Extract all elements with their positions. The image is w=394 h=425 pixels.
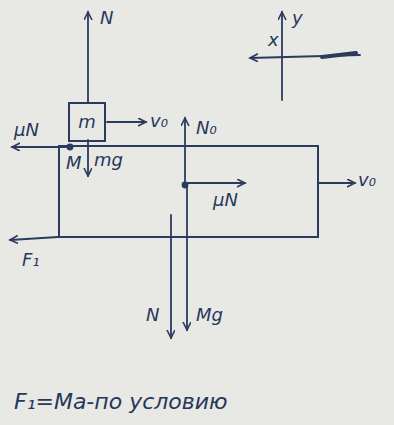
force-label: μN xyxy=(213,190,238,210)
normal-force-arrow xyxy=(184,118,186,185)
force-label: v₀ xyxy=(150,111,168,131)
force-label: N₀ xyxy=(196,118,217,138)
friction-arrow xyxy=(187,182,245,184)
gravity-arrow xyxy=(186,187,188,330)
force-label: μN xyxy=(14,120,39,140)
force-label: F₁ xyxy=(22,250,40,270)
normal-force-arrow xyxy=(170,215,172,338)
axis-label: x xyxy=(268,30,279,50)
force-label: v₀ xyxy=(358,170,376,190)
force-label: N xyxy=(146,305,159,325)
axis-label: y xyxy=(292,8,303,28)
note: F₁=Ma-по условию xyxy=(14,390,228,414)
mass-label: M xyxy=(66,153,82,173)
small-block: m xyxy=(68,102,106,142)
velocity-arrow xyxy=(107,121,146,123)
normal-force-arrow xyxy=(87,12,89,102)
force-label: N xyxy=(100,8,113,28)
mass-label: m xyxy=(78,112,96,132)
y-axis xyxy=(281,12,283,100)
force-arrow xyxy=(10,237,58,240)
force-label: mg xyxy=(94,150,123,170)
ink-blot xyxy=(322,53,356,57)
velocity-arrow xyxy=(319,182,355,184)
force-label: Mg xyxy=(196,305,223,325)
